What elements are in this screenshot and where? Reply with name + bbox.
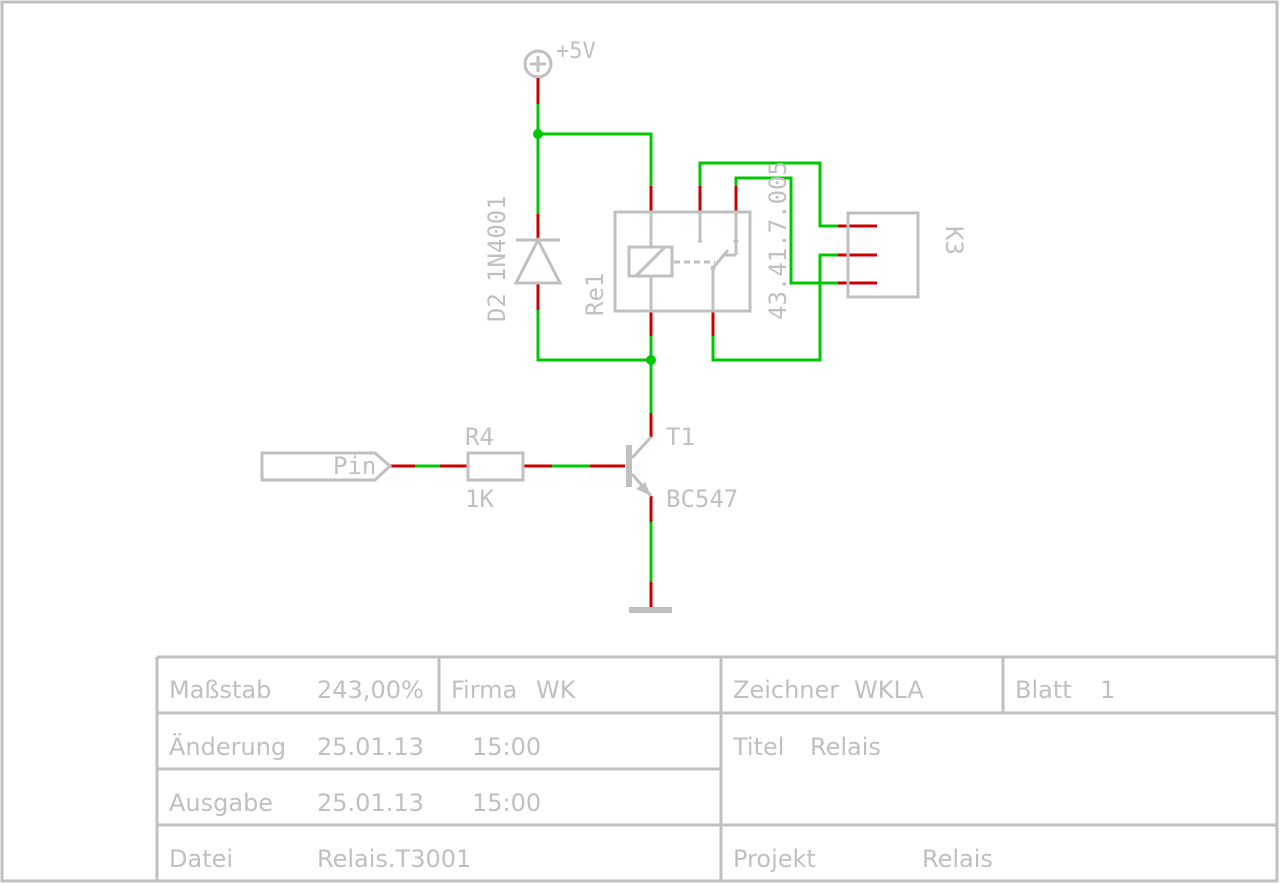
power-plus-icon [523,49,553,79]
junction-dot [533,129,543,139]
resistor-value: 1K [465,485,494,513]
issued-time: 15:00 [472,789,541,817]
resistor-ref: R4 [465,423,494,451]
sheet-value: 1 [1100,676,1115,704]
port-icon [260,451,393,482]
connector-icon [846,211,920,299]
wire-supply-to-relay-coil [538,132,653,186]
transistor-t1[interactable]: T1 BC547 [626,423,738,513]
transistor-value: BC547 [666,485,738,513]
relay-icon [613,210,752,313]
wire-diode-to-collector [536,310,651,362]
ground-icon[interactable] [629,607,672,613]
wires [415,104,838,582]
wire-relay-nc-to-k3-1 [698,161,838,228]
scale-value: 243,00% [317,676,424,704]
sheet-label: Blatt [1015,676,1072,704]
relay-re1[interactable]: Re1 43.41.7.005 [581,161,792,320]
file-label: Datei [169,845,233,873]
scale-label: Maßstab [169,676,271,704]
wire-relay-com-to-k3-2 [711,253,838,362]
company-label: Firma [451,676,517,704]
diode-d2[interactable]: D2 1N4001 [483,195,563,322]
npn-transistor-icon [626,435,653,497]
project-label: Projekt [733,845,816,873]
connector-k3[interactable]: K3 [846,211,968,299]
title-value: Relais [810,733,881,761]
changed-time: 15:00 [472,733,541,761]
changed-date: 25.01.13 [317,733,424,761]
junction-dot [646,355,656,365]
input-port-pin[interactable]: Pin [260,451,393,482]
transistor-ref: T1 [666,423,695,451]
changed-label: Änderung [169,732,286,761]
issued-label: Ausgabe [169,789,273,817]
company-value: WK [536,676,577,704]
file-value: Relais.T3001 [317,845,471,873]
drawer-label: Zeichner [733,676,839,704]
title-label: Titel [732,733,784,761]
connector-ref: K3 [940,226,968,255]
diode-icon [513,236,563,285]
supply-5v[interactable]: +5V [523,39,596,79]
resistor-icon [466,451,525,482]
diode-ref: D2 [483,293,511,322]
diode-value: 1N4001 [483,195,511,282]
relay-value: 43.41.7.005 [764,161,792,320]
wire-relay-no-to-k3-3 [734,176,838,285]
project-value: Relais [922,845,993,873]
pin-stubs [390,78,877,608]
supply-label: +5V [556,39,596,64]
drawer-value: WKLA [854,676,924,704]
title-block: Maßstab 243,00% Firma WK Zeichner WKLA B… [155,655,1277,881]
relay-ref: Re1 [581,273,609,316]
resistor-r4[interactable]: R4 1K [465,423,525,513]
port-label: Pin [333,452,376,480]
issued-date: 25.01.13 [317,789,424,817]
